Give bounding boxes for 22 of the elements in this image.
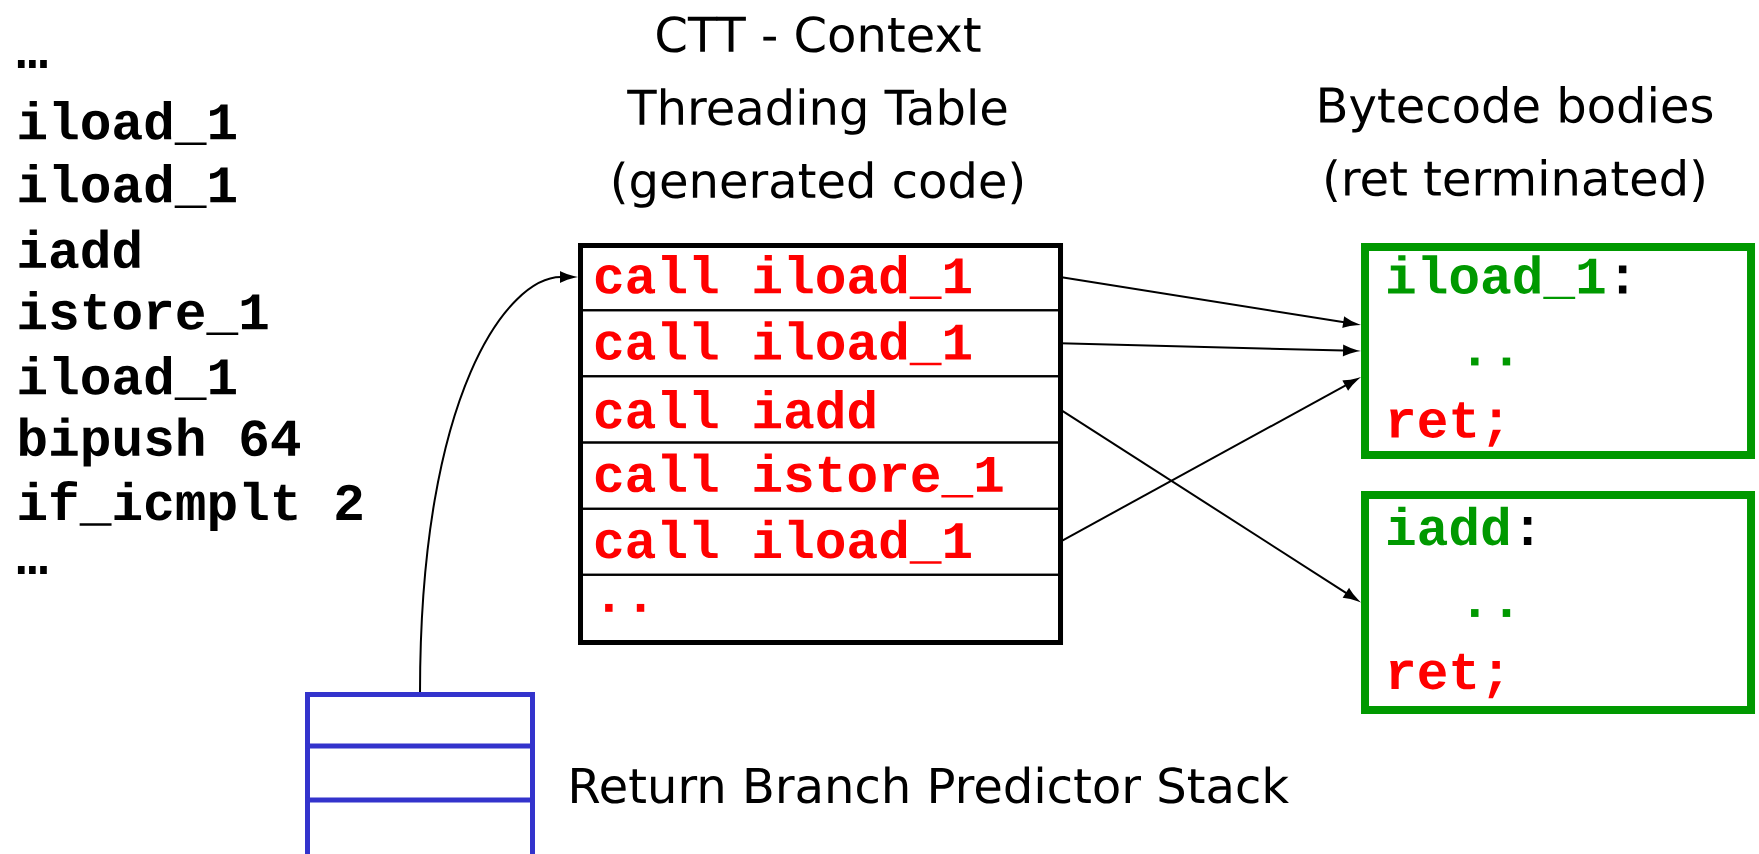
stack-drawing [305, 692, 535, 854]
code-line: … [17, 60, 47, 68]
table-row: call iload_1 [578, 507, 1060, 576]
arrow [419, 271, 575, 693]
code-line: if_icmplt 2 [19, 481, 362, 531]
code-line: … [17, 566, 47, 574]
code-line: istore_1 [19, 291, 268, 335]
column-heading: Bytecode bodies (ret terminated) [1320, 86, 1713, 202]
stack-label: Return Branch Predictor Stack [572, 766, 1289, 804]
table-row: call istore_1 [578, 441, 1060, 510]
code-line: iload_1 [19, 164, 236, 208]
table-row: .. [578, 573, 1060, 642]
table-row: call iadd [578, 375, 1060, 444]
code-line: iload_1 [19, 101, 236, 145]
code-line: bipush 64 [20, 417, 300, 467]
table-heading: CTT - Context Threading Table (generated code) [613, 16, 1023, 208]
code-box: iload_1 : .. ret; [1361, 243, 1755, 459]
code-line: iadd [19, 229, 140, 269]
code-line: iload_1 [19, 356, 236, 400]
table-row: call iload_1 [578, 243, 1060, 312]
table-row: call iload_1 [578, 309, 1060, 378]
code-box: iadd : .. ret; [1361, 491, 1755, 714]
